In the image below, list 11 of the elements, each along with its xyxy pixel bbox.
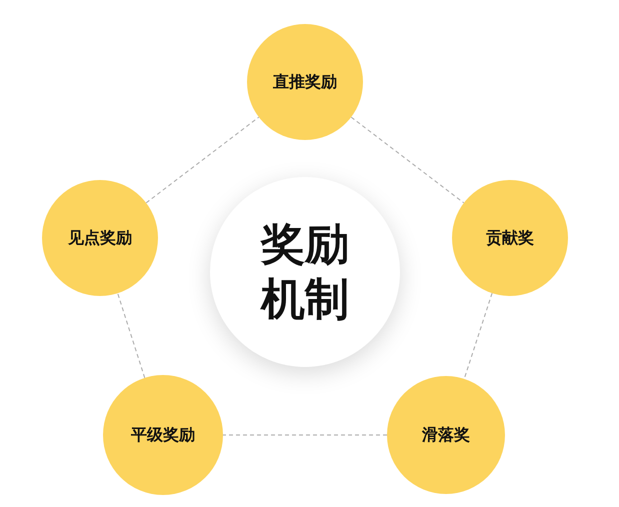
node-label: 见点奖励 <box>68 228 132 248</box>
node-label: 直推奖励 <box>273 72 337 92</box>
node-label: 滑落奖 <box>422 425 470 445</box>
node-label: 平级奖励 <box>131 425 195 445</box>
dashed-connector <box>350 116 464 204</box>
dashed-connector <box>222 434 388 436</box>
dashed-connector <box>117 292 146 378</box>
dashed-connector <box>146 116 260 204</box>
node-label: 贡献奖 <box>486 228 534 248</box>
title-text: 奖励机制 <box>259 218 350 327</box>
dashed-connector <box>464 292 493 380</box>
